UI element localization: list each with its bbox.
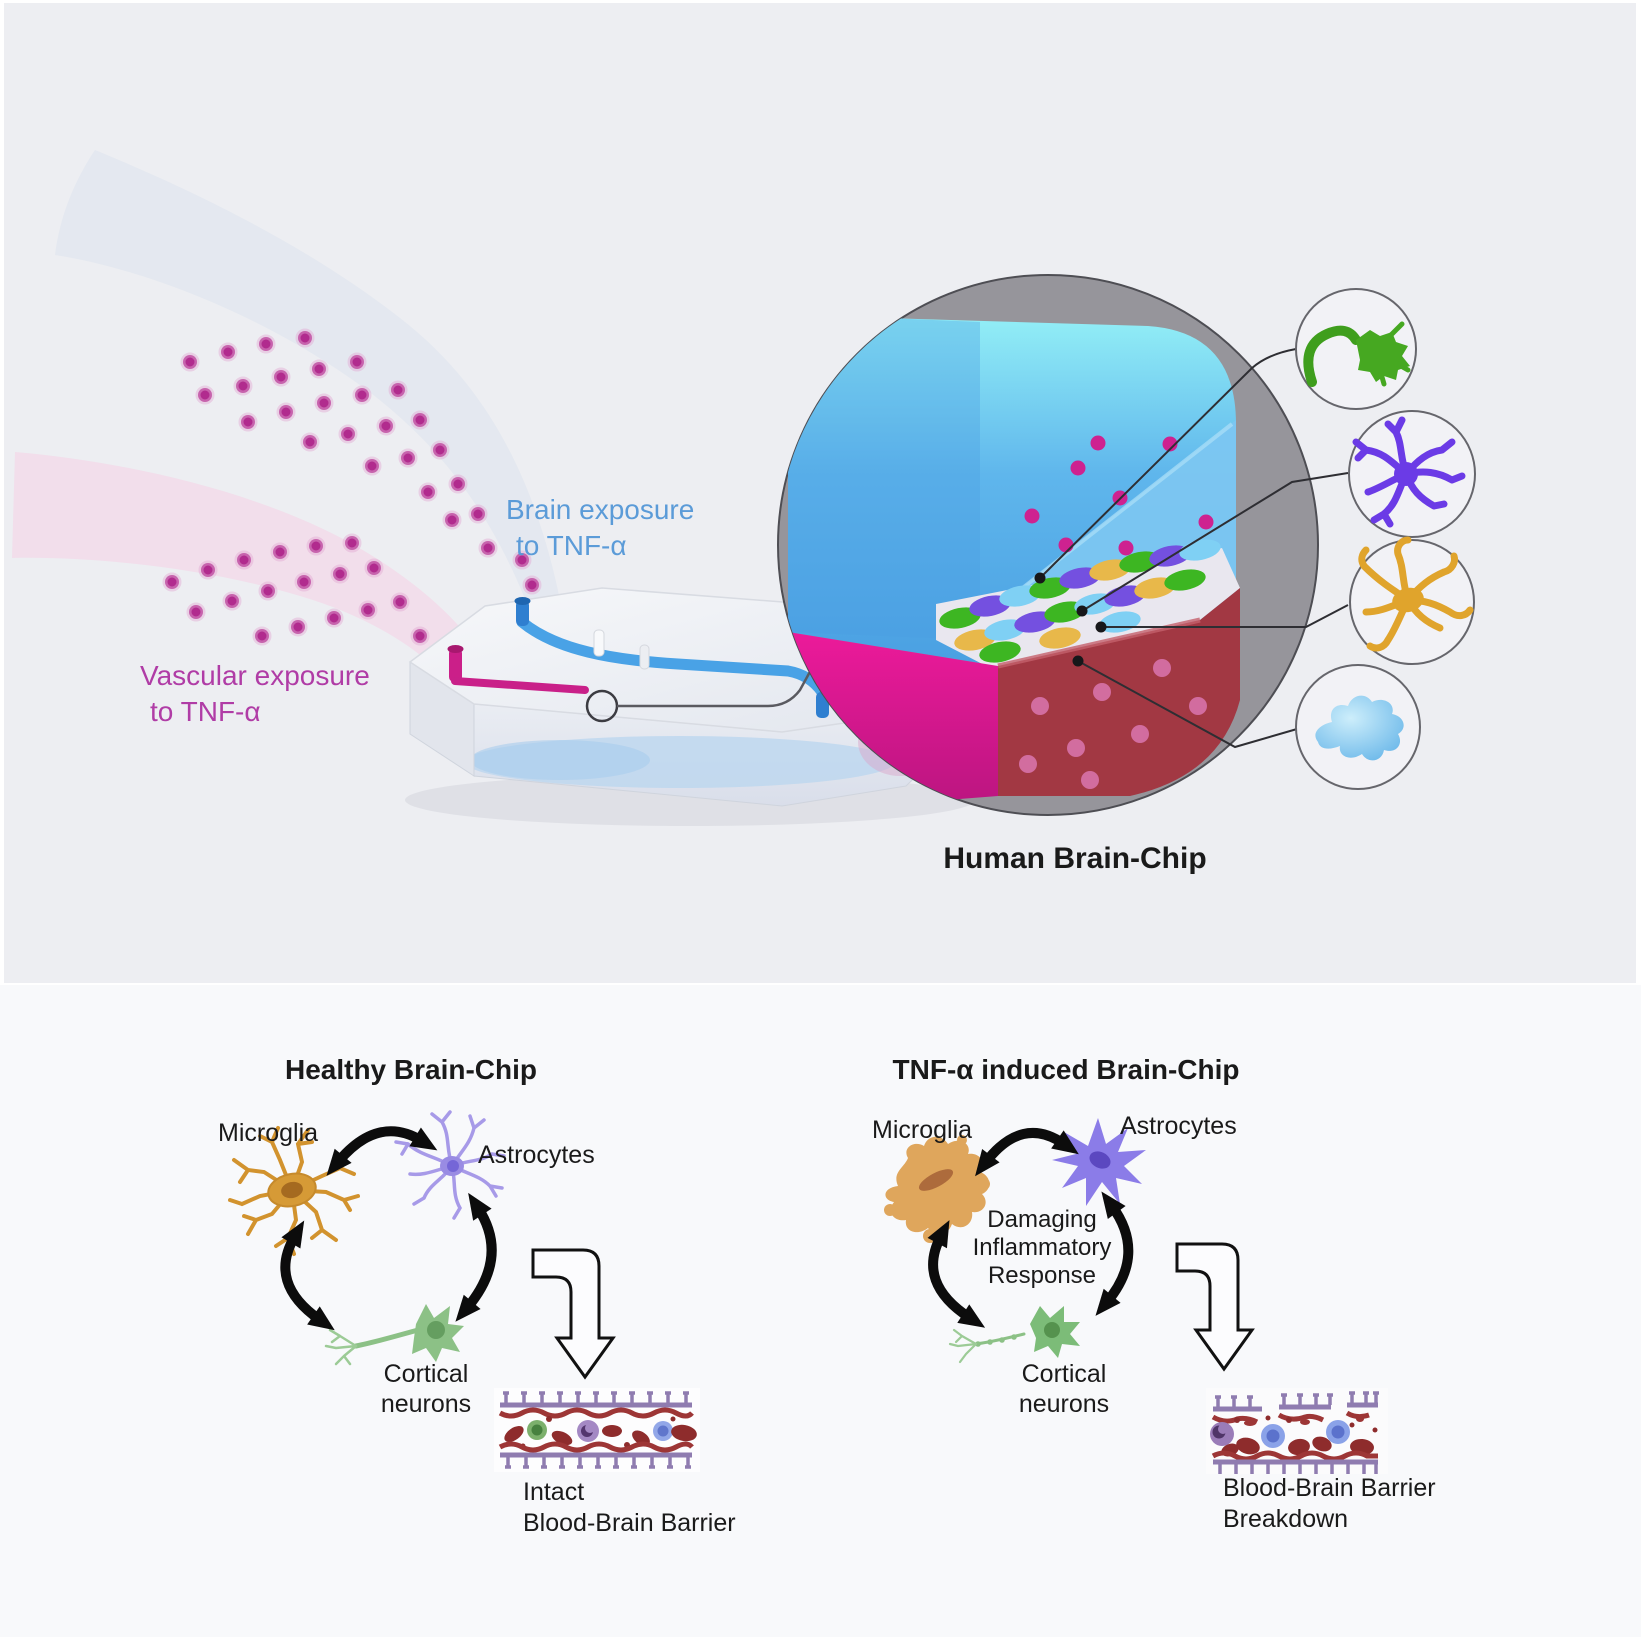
brain-exposure-line2: to TNF-α [516, 530, 627, 561]
tnf-astrocytes-label: Astrocytes [1120, 1112, 1237, 1140]
intact-bbb-caption: Intact Blood-Brain Barrier [523, 1477, 736, 1539]
tnf-microglia-cell [884, 1135, 990, 1243]
intact-bbb-illustration [494, 1388, 700, 1472]
tnf-cycle-arrows [927, 1127, 1134, 1328]
brain-exposure-stream [55, 150, 562, 628]
breakdown-caption-line1: Blood-Brain Barrier [1223, 1474, 1436, 1502]
healthy-astrocyte-cell [394, 1110, 506, 1220]
breakdown-vessel-cells [1210, 1415, 1378, 1457]
callout-circles [1295, 288, 1476, 790]
bottom-panel-background [0, 985, 1641, 1637]
tnf-cortical-neuron-cell [948, 1306, 1080, 1364]
vascular-exposure-line2: to TNF-α [150, 696, 261, 727]
vascular-exposure-line1: Vascular exposure [140, 660, 370, 691]
tnf-cortical-line2: neurons [1018, 1390, 1110, 1418]
healthy-cortical-neuron-cell [324, 1304, 464, 1366]
healthy-cortical-line2: neurons [380, 1390, 472, 1418]
magnifier-connector-line [617, 667, 814, 708]
healthy-title: Healthy Brain-Chip [284, 1054, 538, 1085]
tnf-molecule-dots [162, 328, 556, 664]
center-text-line1: Damaging [987, 1206, 1097, 1233]
vascular-exposure-label: Vascular exposure to TNF-α [140, 658, 370, 730]
healthy-cortical-line1: Cortical [383, 1360, 469, 1388]
vascular-exposure-stream [12, 452, 486, 696]
chip-brain-channel [514, 597, 829, 718]
breakdown-caption-line2: Breakdown [1223, 1505, 1349, 1533]
intact-vessel-cells [504, 1416, 697, 1449]
cortical-neuron-icon [1303, 321, 1411, 387]
callout-connector-lines [1039, 348, 1349, 749]
center-text-line3: Response [987, 1262, 1097, 1289]
center-text-line2: Inflammatory [972, 1234, 1112, 1261]
callout-anchor-dots [1034, 572, 1107, 667]
intact-caption-line1: Intact [523, 1478, 585, 1506]
chip-caption: Human Brain-Chip [943, 842, 1207, 875]
brain-exposure-line1: Brain exposure [506, 494, 695, 525]
tnf-elbow-arrow [1175, 1242, 1255, 1372]
healthy-cortical-label: Cortical neurons [336, 1359, 516, 1419]
bbb-breakdown-caption: Blood-Brain Barrier Breakdown [1223, 1473, 1436, 1535]
healthy-elbow-arrow [531, 1248, 616, 1380]
healthy-astrocytes-label: Astrocytes [478, 1141, 595, 1169]
tnf-cortical-line1: Cortical [1021, 1360, 1107, 1388]
vascular-channel-cells [1019, 659, 1207, 789]
brain-exposure-label: Brain exposure to TNF-α [506, 492, 694, 564]
intact-caption-line2: Blood-Brain Barrier [523, 1509, 736, 1537]
pericyte-icon [1315, 695, 1404, 761]
healthy-microglia-label: Microglia [218, 1119, 319, 1147]
astrocyte-icon [1352, 416, 1466, 528]
tnf-title: TNF-α induced Brain-Chip [892, 1054, 1240, 1085]
tnf-cortical-label: Cortical neurons [974, 1359, 1154, 1419]
healthy-cycle-arrows [280, 1126, 497, 1331]
bbb-breakdown-illustration [1206, 1388, 1388, 1474]
microglia-icon [1358, 536, 1474, 652]
tnf-microglia-label: Microglia [872, 1116, 973, 1144]
damaging-inflammatory-response-label: Damaging Inflammatory Response [942, 1206, 1142, 1290]
brain-chip-cross-section [777, 274, 1349, 816]
